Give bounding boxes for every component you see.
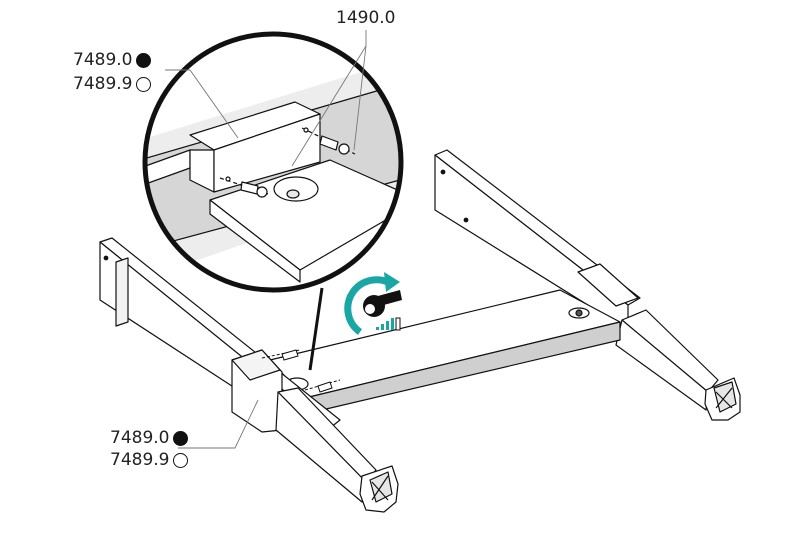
screw-part-code: 1490.0: [336, 8, 396, 28]
part-callout-bottom-open: 7489.9: [110, 450, 189, 470]
zoom-pointer: [308, 287, 324, 371]
filled-circle-marker-icon: [173, 430, 189, 446]
open-circle-marker-icon: [173, 452, 189, 468]
part-callout-top-filled: 7489.0: [73, 50, 152, 70]
part-callout-bottom-filled: 7489.0: [110, 428, 189, 448]
filled-circle-marker-icon: [136, 52, 152, 68]
open-circle-marker-icon: [136, 76, 152, 92]
torque-wrench-rotate-icon: [344, 272, 402, 335]
part-code: 7489.0: [73, 50, 133, 70]
part-code: 7489.9: [73, 74, 133, 94]
right-side-frame: [434, 149, 741, 421]
part-code: 7489.9: [110, 450, 170, 470]
left-side-frame: [99, 237, 399, 513]
beam-screws: [261, 349, 341, 393]
cross-beam: [269, 289, 621, 415]
leader-lines: [165, 30, 367, 449]
zoom-detail-circle: [142, 31, 404, 293]
part-callout-top-open: 7489.9: [73, 74, 152, 94]
part-code: 7489.0: [110, 428, 170, 448]
